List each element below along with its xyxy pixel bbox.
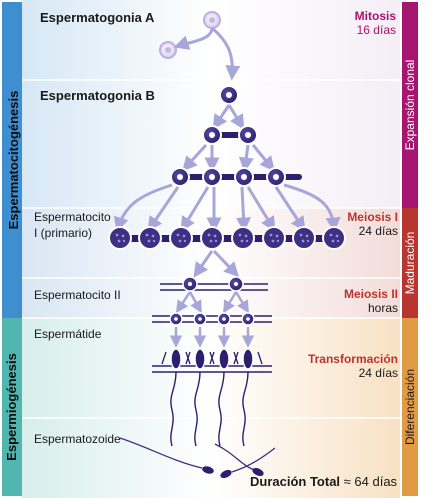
arrow xyxy=(180,186,210,232)
arrow xyxy=(227,104,245,130)
label-spermiogenesis: Espermiogénesis xyxy=(4,353,19,461)
primary-spermatocyte xyxy=(169,226,193,250)
arrow xyxy=(212,104,231,130)
primary-spermatocyte-row xyxy=(108,226,346,250)
arrow xyxy=(274,186,306,232)
arrow xyxy=(188,291,202,314)
phase-meiosis1-duration: 24 días xyxy=(358,224,398,238)
primary-spermatocyte xyxy=(262,226,286,250)
arrow xyxy=(251,144,275,172)
arrow xyxy=(211,26,241,81)
primary-spermatocyte xyxy=(322,226,346,250)
nucleus xyxy=(245,132,251,138)
primary-spermatocyte xyxy=(200,226,224,250)
nucleus xyxy=(226,92,232,98)
phase-meiosis2-duration: horas xyxy=(367,301,398,315)
arrow xyxy=(283,183,341,233)
bar-maturation xyxy=(402,208,418,318)
phase-meiosis1: Meiosis I 24 días xyxy=(347,210,398,238)
label-spermatogonia-b: Espermatogonia B xyxy=(40,88,155,103)
label-spermatogonia-a: Espermatogonia A xyxy=(40,10,155,25)
bar-spermatocytogenesis xyxy=(2,2,22,318)
arrow xyxy=(173,27,214,50)
nucleus xyxy=(241,174,247,180)
primary-spermatocyte xyxy=(292,226,316,250)
arrow xyxy=(175,291,192,314)
sperm-tails xyxy=(170,371,249,447)
total-duration-label: Duración Total xyxy=(250,474,341,489)
arrow xyxy=(235,186,251,233)
nucleus xyxy=(177,174,183,180)
label-spermatocytogenesis: Espermatocitogénesis xyxy=(6,90,21,230)
arrow xyxy=(246,186,276,232)
phase-mitosis-name: Mitosis xyxy=(354,9,396,23)
phase-transformation-name: Transformación xyxy=(307,352,398,366)
elongating-spermatid xyxy=(194,348,206,370)
bar-clonal-expansion xyxy=(402,2,418,208)
arrow xyxy=(147,186,180,232)
nucleus xyxy=(209,132,215,138)
primary-spermatocyte xyxy=(138,226,162,250)
label-spermatocyte-2: Espermatocito II xyxy=(34,288,121,302)
spermatozoa xyxy=(119,437,276,479)
arrow xyxy=(113,183,173,233)
total-duration: Duración Total ≈ 64 días xyxy=(250,474,397,489)
arrow xyxy=(212,249,240,278)
arrow xyxy=(238,144,254,173)
phase-meiosis2: Meiosis II horas xyxy=(344,287,398,315)
nucleus xyxy=(188,282,192,286)
arrow xyxy=(234,291,249,314)
label-differentiation: Diferenciación xyxy=(403,368,417,446)
arrow xyxy=(223,291,238,314)
elongating-spermatid xyxy=(170,348,182,370)
primary-spermatocyte xyxy=(108,226,132,250)
nucleus xyxy=(273,174,279,180)
spermatozoon-head xyxy=(220,469,232,479)
total-duration-value: ≈ 64 días xyxy=(343,474,398,489)
transforming-spermatid-row xyxy=(161,348,263,370)
nucleus xyxy=(209,174,215,180)
label-spermatozoon: Espermatozoide xyxy=(34,432,121,446)
label-spermatocyte-1-line2: I (primario) xyxy=(34,226,93,240)
phase-mitosis: Mitosis 16 días xyxy=(355,9,396,37)
arrow xyxy=(181,143,208,172)
bar-spermiogenesis xyxy=(2,318,22,496)
phase-transformation: Transformación 24 días xyxy=(308,352,398,380)
arrow xyxy=(193,250,214,278)
elongating-spermatid xyxy=(242,348,254,370)
spermatozoon-head xyxy=(252,467,264,477)
bar-differentiation xyxy=(402,318,418,496)
phase-meiosis1-name: Meiosis I xyxy=(347,210,398,224)
primary-spermatocyte xyxy=(231,226,255,250)
label-clonal-expansion: Expansión clonal xyxy=(403,59,417,151)
nucleus xyxy=(234,282,238,286)
phase-transformation-duration: 24 días xyxy=(358,366,398,380)
nucleus xyxy=(165,47,171,53)
nucleus xyxy=(209,17,215,23)
label-spermatid: Espermátide xyxy=(34,327,102,341)
phase-mitosis-duration: 16 días xyxy=(356,23,396,37)
label-spermatocyte-1-line1: Espermatocito xyxy=(34,210,111,224)
label-maturation: Maduración xyxy=(403,231,417,295)
elongating-spermatid xyxy=(218,348,230,370)
phase-meiosis2-name: Meiosis II xyxy=(343,287,398,301)
spermatozoon-head xyxy=(202,466,214,474)
